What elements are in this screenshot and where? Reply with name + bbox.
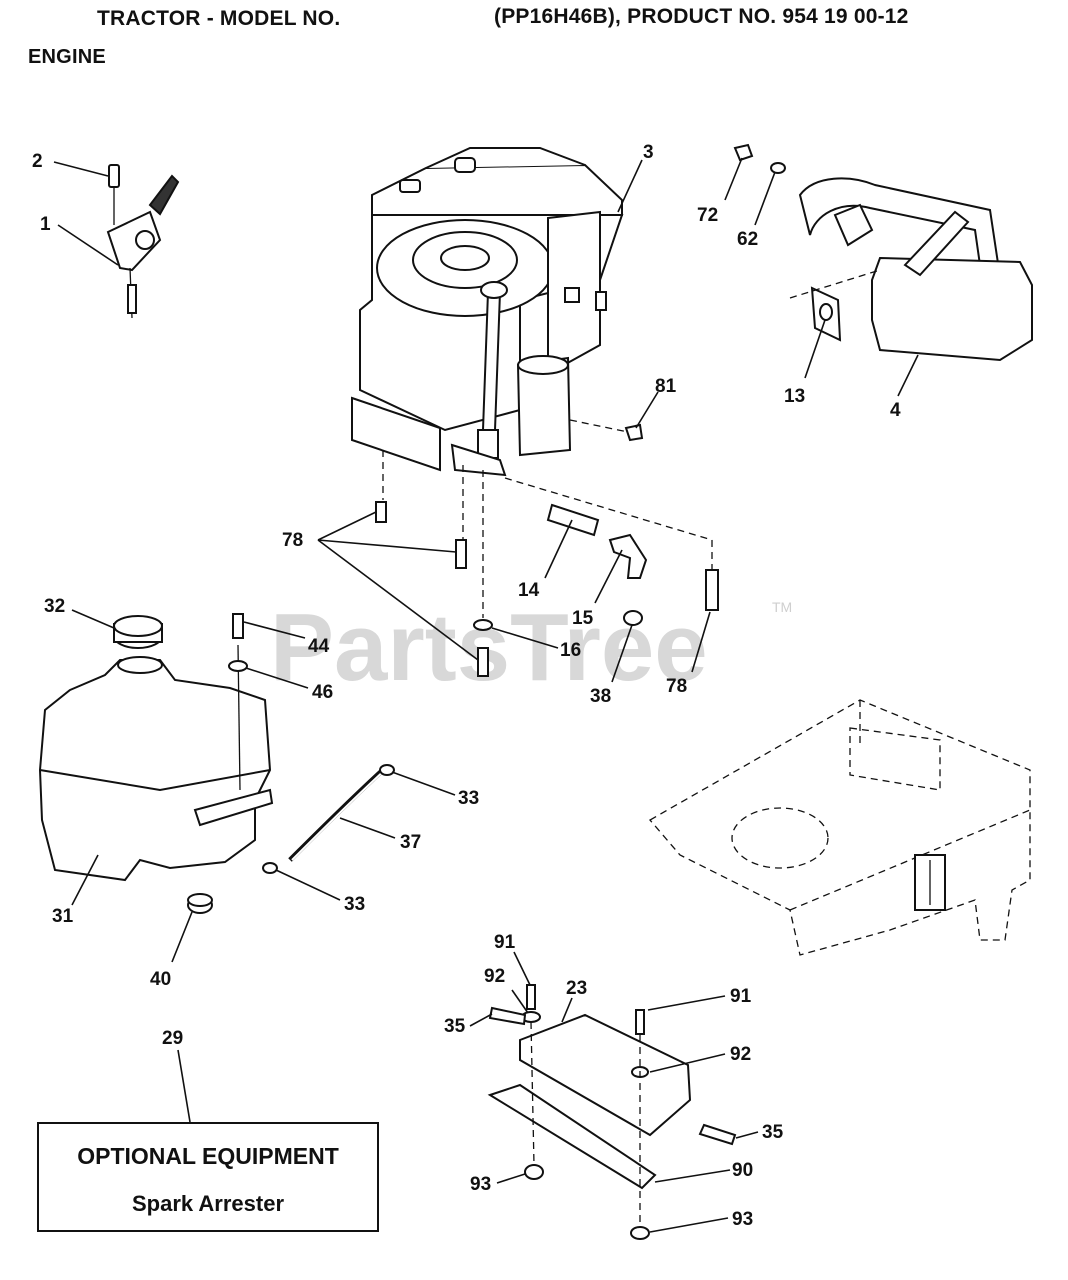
callout-3: 3 — [643, 142, 654, 163]
callout-16: 16 — [560, 640, 581, 661]
callout-15: 15 — [572, 608, 594, 629]
fuel-tank-part — [38, 613, 395, 914]
callout-33-top: 33 — [458, 788, 479, 809]
tractor-frame — [648, 699, 1031, 956]
callout-35-right: 35 — [762, 1122, 784, 1143]
spark-arrester-part — [487, 984, 737, 1240]
callout-38: 38 — [590, 686, 611, 707]
callout-14: 14 — [518, 580, 540, 601]
optional-equipment-box: OPTIONAL EQUIPMENT Spark Arrester — [37, 1122, 379, 1232]
callout-4: 4 — [890, 400, 901, 421]
callout-46: 46 — [312, 682, 333, 703]
leader-lines — [53, 157, 919, 1233]
callout-93-left: 93 — [470, 1174, 491, 1195]
callout-92-right: 92 — [730, 1044, 751, 1065]
callout-72: 72 — [697, 205, 718, 226]
callout-13: 13 — [784, 386, 805, 407]
diagram-title-model: TRACTOR - MODEL NO. — [97, 7, 341, 30]
callout-91-right: 91 — [730, 986, 752, 1007]
callout-78-frame: 78 — [666, 676, 687, 697]
callout-93-right: 93 — [732, 1209, 753, 1230]
callout-37: 37 — [400, 832, 421, 853]
watermark-tm: TM — [772, 599, 792, 615]
callout-40: 40 — [150, 969, 171, 990]
callout-35-left: 35 — [444, 1016, 466, 1037]
callout-29: 29 — [162, 1028, 183, 1049]
diagram-title-product: (PP16H46B), PRODUCT NO. 954 19 00-12 — [494, 5, 909, 28]
callout-1: 1 — [40, 214, 51, 235]
callout-numbers: 2 1 3 72 62 13 4 81 78 14 15 16 38 78 32… — [32, 142, 901, 1230]
throttle-control-part — [106, 164, 180, 319]
callout-2: 2 — [32, 151, 43, 172]
optional-equipment-heading: OPTIONAL EQUIPMENT — [77, 1143, 339, 1169]
callout-78-engine: 78 — [282, 530, 303, 551]
callout-33-bottom: 33 — [344, 894, 365, 915]
callout-44: 44 — [308, 636, 330, 657]
callout-90: 90 — [732, 1160, 753, 1181]
engine-hardware — [375, 419, 719, 677]
callout-91-left: 91 — [494, 932, 516, 953]
callout-62: 62 — [737, 229, 758, 250]
callout-32: 32 — [44, 596, 65, 617]
section-title: ENGINE — [28, 46, 106, 68]
callout-23: 23 — [566, 978, 587, 999]
muffler-part — [733, 143, 1033, 362]
callout-92-left: 92 — [484, 966, 505, 987]
engine-part — [351, 147, 624, 477]
callout-81: 81 — [655, 376, 677, 397]
spark-arrester-label: Spark Arrester — [132, 1191, 284, 1216]
callout-31: 31 — [52, 906, 74, 927]
